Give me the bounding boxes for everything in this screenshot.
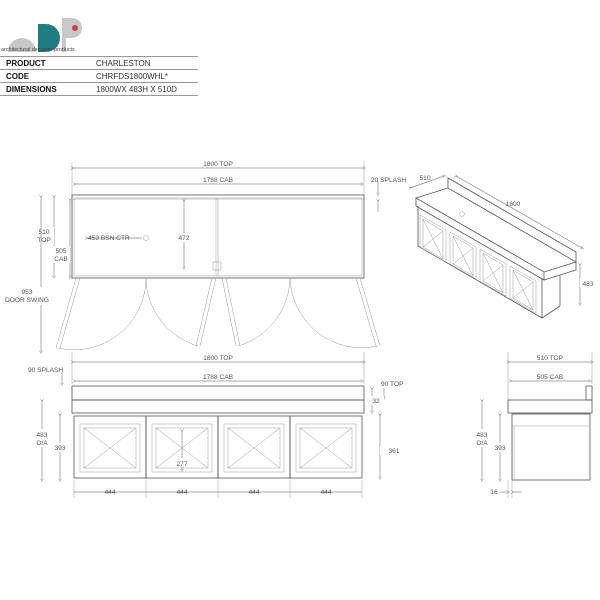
- plan-view: 1800 TOP 1788 CAB 20 SPLASH 510 TOP 505 …: [4, 161, 406, 352]
- side-splashback: [585, 385, 593, 401]
- iso-countertop-top: [415, 187, 577, 273]
- side-toe-label: 16: [490, 489, 498, 496]
- spec-key: DIMENSIONS: [0, 82, 90, 96]
- brand-tagline: architectural designer products: [1, 47, 75, 53]
- plan-swing-value: 953: [21, 289, 32, 296]
- spec-value: CHRFDS1800WHL*: [90, 69, 198, 83]
- plan-depth-top-value: 510: [38, 229, 49, 236]
- iso-depth-label: 510: [419, 175, 430, 182]
- plan-cab-width-label: 1788 CAB: [203, 177, 234, 184]
- logo-letter-d-icon: [38, 24, 60, 52]
- front-gap-label: 32: [372, 398, 380, 405]
- plan-countertop: [71, 194, 365, 279]
- front-overall-value: 483: [36, 432, 47, 439]
- front-top-width-label: 1800 TOP: [203, 355, 233, 362]
- front-bay-width-3: 444: [248, 489, 259, 496]
- door-swing-arcs: [55, 261, 381, 351]
- spec-value: CHARLESTON: [90, 56, 198, 70]
- iso-door-fronts: [419, 214, 537, 314]
- company-logo: [8, 18, 82, 52]
- front-overall-unit: O/A: [36, 440, 48, 447]
- spec-value: 1800WX 483H X 510D: [90, 82, 198, 96]
- front-bay-width-2: 444: [176, 489, 187, 496]
- isometric-view: 510 1800 483: [410, 175, 596, 319]
- front-door-panels: [73, 415, 363, 479]
- iso-width-label: 1800: [506, 201, 521, 208]
- spec-key: CODE: [0, 69, 90, 83]
- plan-depth-cab-unit: CAB: [54, 256, 68, 263]
- front-door-height-label: 361: [388, 448, 399, 455]
- logo-accent-dot-icon: [72, 25, 78, 31]
- side-cab-depth-label: 505 CAB: [537, 374, 564, 381]
- product-spec-table: PRODUCT CHARLESTON CODE CHRFDS1800WHL* D…: [0, 56, 198, 96]
- front-cab-width-label: 1788 CAB: [203, 374, 234, 381]
- front-inner-height-label: 277: [176, 461, 187, 468]
- front-body-height-label: 393: [54, 445, 65, 452]
- plan-swing-unit: DOOR SWING: [5, 297, 49, 304]
- front-bay-width-4: 444: [320, 489, 331, 496]
- side-top-depth-label: 510 TOP: [537, 355, 564, 362]
- spec-key: PRODUCT: [0, 56, 90, 70]
- front-elevation: 1800 TOP 1788 CAB 90 SPLASH: [28, 352, 404, 498]
- plan-depth-top-unit: TOP: [37, 237, 51, 244]
- plan-basin-icon: [143, 235, 149, 241]
- side-body-height-label: 393: [494, 445, 505, 452]
- front-top-thickness-label: 90 TOP: [381, 381, 404, 388]
- spec-row-product: PRODUCT CHARLESTON: [0, 56, 198, 70]
- front-countertop: [71, 399, 365, 414]
- iso-height-label: 483: [582, 281, 593, 288]
- logo-letter-a-icon: [8, 38, 36, 52]
- front-splash-label: 90 SPLASH: [28, 367, 63, 374]
- plan-depth-cab-value: 505: [55, 248, 66, 255]
- iso-tap-hole-icon: [459, 211, 465, 217]
- spec-row-code: CODE CHRFDS1800WHL*: [0, 69, 198, 83]
- front-splashback: [71, 385, 365, 401]
- plan-splash-label: 20 SPLASH: [371, 177, 406, 184]
- side-countertop: [507, 399, 593, 414]
- front-bay-width-1: 444: [104, 489, 115, 496]
- side-overall-unit: O/A: [476, 440, 488, 447]
- plan-inner-depth-label: 472: [178, 235, 189, 242]
- plan-basin-centre-label: 453 BSN CTR: [88, 235, 130, 242]
- side-cabinet: [511, 413, 591, 481]
- side-overall-value: 483: [476, 432, 487, 439]
- spec-row-dimensions: DIMENSIONS 1800WX 483H X 510D: [0, 82, 198, 96]
- side-elevation: 510 TOP 505 CAB 483 O/A 393 16: [470, 352, 592, 498]
- plan-top-width-label: 1800 TOP: [203, 161, 233, 168]
